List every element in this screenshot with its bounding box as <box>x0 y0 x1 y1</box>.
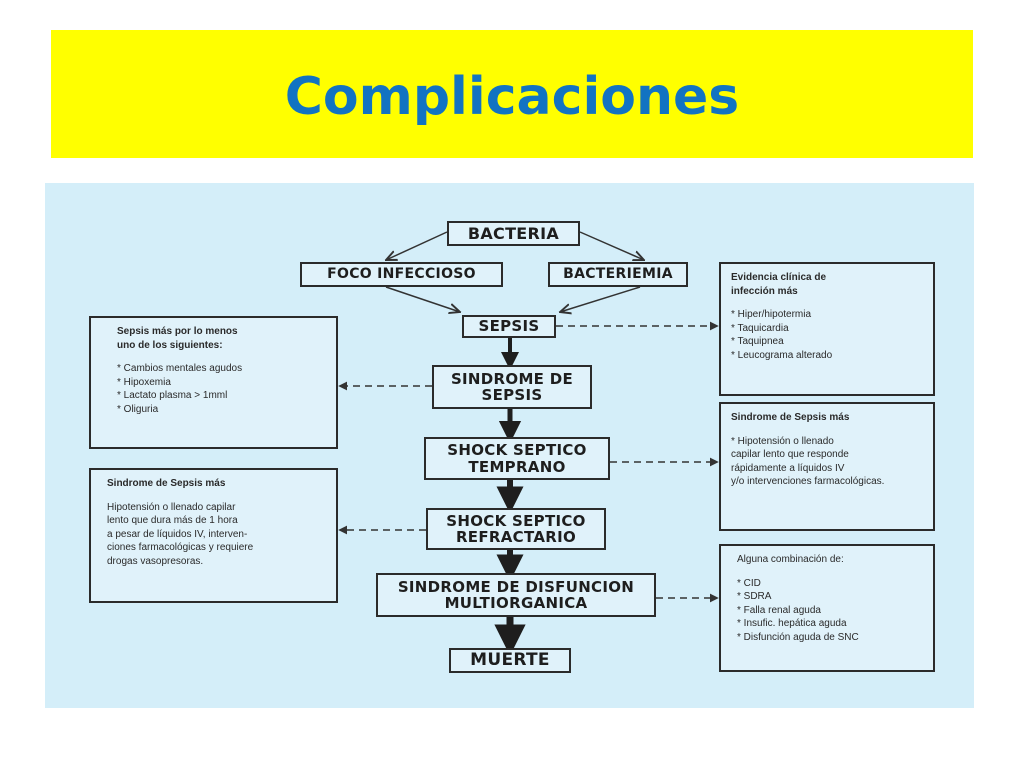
note-temprano-line: capilar lento que responde <box>731 449 849 460</box>
arrow-bacteriemia-sepsis <box>560 286 641 312</box>
shock-temprano-line-1: SHOCK SEPTICO <box>447 441 587 459</box>
note-refractario-heading: Sindrome de Sepsis más <box>107 477 326 491</box>
arrow-foco-sepsis <box>385 286 460 312</box>
note-evidencia-clinica: Evidencia clínica de infección más * Hip… <box>719 262 935 396</box>
note-combinacion-line: * CID <box>737 577 761 589</box>
note-combinacion-line: * SDRA <box>737 591 772 602</box>
note-evidencia-line: * Leucograma alterado <box>731 349 833 361</box>
note-combinacion: Alguna combinación de: * CID * SDRA * Fa… <box>719 544 935 672</box>
note-temprano-line: rápidamente a líquidos IV <box>731 462 845 474</box>
note-temprano-line: y/o intervenciones farmacológicas. <box>731 476 885 487</box>
note-evidencia-heading-2: infección más <box>731 285 798 297</box>
note-sepsis-mas-heading-1: Sepsis más por lo menos <box>117 326 238 337</box>
note-evidencia-heading: Evidencia clínica de infección más <box>731 271 923 298</box>
box-bacteria: BACTERIA <box>447 221 580 246</box>
note-refractario-line: lento que dura más de 1 hora <box>107 515 238 526</box>
title-banner: Complicaciones <box>51 30 973 158</box>
box-bacteria-label: BACTERIA <box>467 223 560 243</box>
note-combinacion-line: * Disfunción aguda de SNC <box>737 631 859 643</box>
box-bacteriemia-label: BACTERIEMIA <box>563 265 673 282</box>
note-evidencia-line: * Hiper/hipotermia <box>731 309 812 320</box>
shock-temprano-line-2: TEMPRANO <box>468 457 566 476</box>
slide-title: Complicaciones <box>284 67 740 127</box>
sindrome-sepsis-line-1: SINDROME DE <box>450 369 574 388</box>
box-shock-septico-refractario: SHOCK SEPTICO REFRACTARIO <box>426 508 606 550</box>
shock-refractario-line-2: REFRACTARIO <box>455 528 577 546</box>
note-evidencia-line: * Taquicardia <box>731 322 789 334</box>
box-bacteriemia: BACTERIEMIA <box>548 262 688 287</box>
note-sepsis-mas-line: * Cambios mentales agudos <box>117 363 243 374</box>
note-combinacion-heading: Alguna combinación de: <box>737 553 923 567</box>
note-temprano-line: * Hipotensión o llenado <box>731 435 834 447</box>
note-sindrome-temprano: Sindrome de Sepsis más * Hipotensión o l… <box>719 402 935 531</box>
disfuncion-line-1: SINDROME DE DISFUNCION <box>397 577 635 596</box>
note-sindrome-refractario: Sindrome de Sepsis más Hipotensión o lle… <box>89 468 338 603</box>
arrow-bacteria-bacteriemia <box>579 231 644 260</box>
note-evidencia-heading-1: Evidencia clínica de <box>731 272 827 283</box>
note-refractario-line: drogas vasopresoras. <box>107 555 204 567</box>
note-sepsis-mas-heading: Sepsis más por lo menos uno de los sigui… <box>117 325 326 352</box>
box-shock-septico-temprano: SHOCK SEPTICO TEMPRANO <box>424 437 610 480</box>
note-evidencia-line: * Taquipnea <box>731 336 784 347</box>
note-sepsis-mas-line: * Oliguria <box>117 403 159 415</box>
disfuncion-line-2: MULTIORGANICA <box>444 594 588 612</box>
box-disfuncion-multiorganica: SINDROME DE DISFUNCION MULTIORGANICA <box>376 573 656 617</box>
box-muerte: MUERTE <box>449 648 571 673</box>
note-combinacion-line: * Insufic. hepática aguda <box>737 618 847 629</box>
arrow-bacteria-foco <box>386 231 448 260</box>
note-refractario-line: Hipotensión o llenado capilar <box>107 501 236 513</box>
box-sepsis-label: SEPSIS <box>478 317 540 336</box>
note-refractario-heading-1: Sindrome de Sepsis más <box>107 478 226 489</box>
box-foco-label: FOCO INFECCIOSO <box>327 265 476 282</box>
note-refractario-line: a pesar de líquidos IV, interven- <box>107 528 248 540</box>
note-refractario-line: ciones farmacológicas y requiere <box>107 542 254 553</box>
sindrome-sepsis-line-2: SEPSIS <box>481 386 543 404</box>
note-combinacion-line: * Falla renal aguda <box>737 604 821 616</box>
note-temprano-heading: Sindrome de Sepsis más <box>731 411 923 425</box>
note-sepsis-mas-heading-2: uno de los siguientes: <box>117 339 223 351</box>
box-foco-infeccioso: FOCO INFECCIOSO <box>300 262 503 287</box>
box-muerte-label: MUERTE <box>470 650 550 671</box>
shock-refractario-line-1: SHOCK SEPTICO <box>446 511 586 530</box>
note-sepsis-mas: Sepsis más por lo menos uno de los sigui… <box>89 316 338 449</box>
note-temprano-heading-1: Sindrome de Sepsis más <box>731 412 850 423</box>
note-sepsis-mas-line: * Hipoxemia <box>117 376 171 388</box>
note-sepsis-mas-line: * Lactato plasma > 1mml <box>117 390 228 401</box>
box-sepsis: SEPSIS <box>462 315 556 338</box>
box-sindrome-de-sepsis: SINDROME DE SEPSIS <box>432 365 592 409</box>
note-combinacion-heading-1: Alguna combinación de: <box>737 554 844 565</box>
